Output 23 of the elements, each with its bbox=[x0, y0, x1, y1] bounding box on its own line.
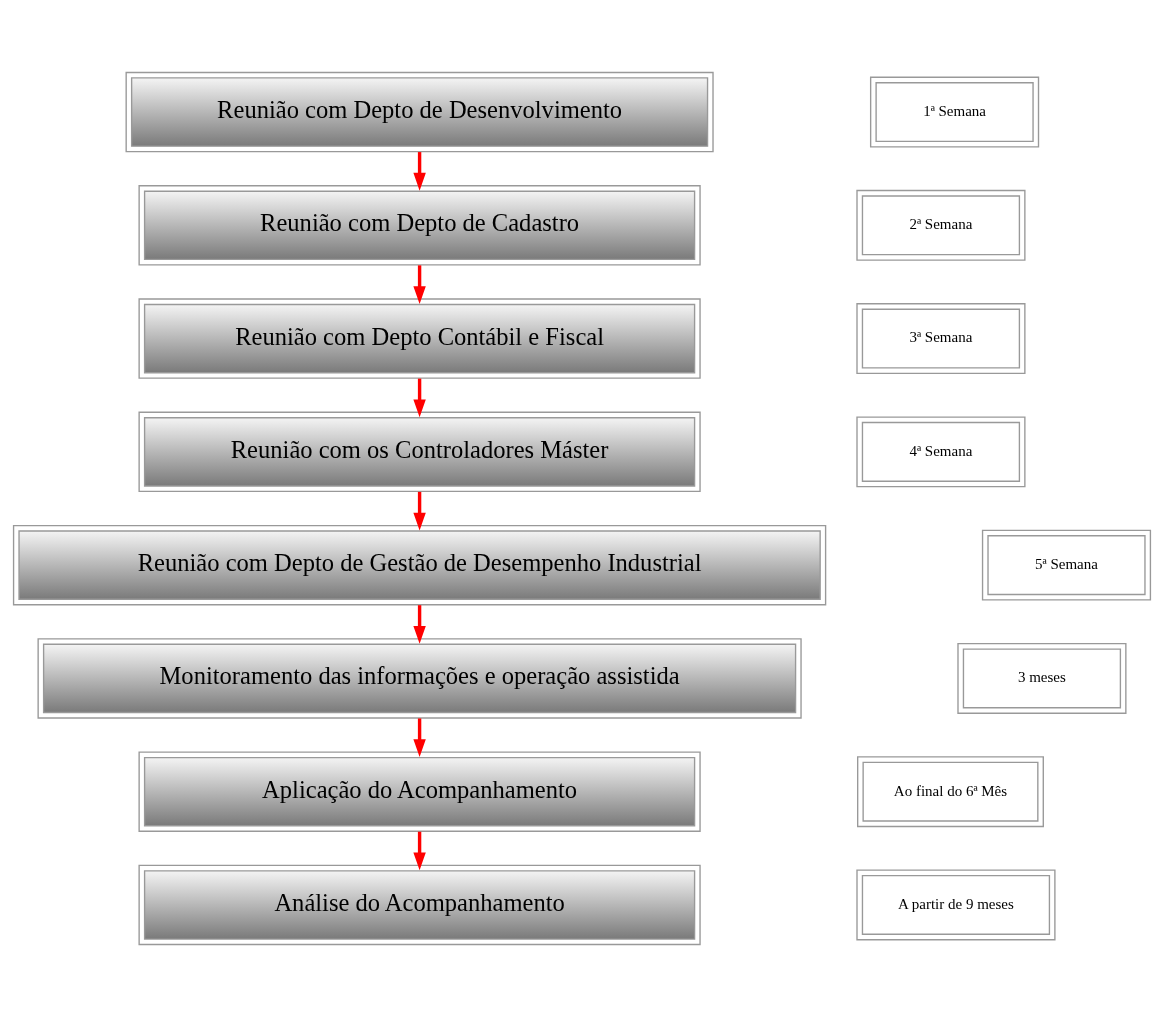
arrow bbox=[413, 265, 426, 304]
node-box: 4ª Semana bbox=[856, 416, 1026, 488]
arrow bbox=[413, 605, 426, 644]
node-box: 3ª Semana bbox=[856, 303, 1026, 375]
node-box: Análise do Acompanhamento bbox=[138, 864, 701, 946]
node-box: Reunião com Depto Contábil e Fiscal bbox=[138, 298, 701, 379]
node-box: Aplicação do Acompanhamento bbox=[138, 751, 701, 832]
node-box: Reunião com os Controladores Máster bbox=[138, 411, 701, 493]
arrow bbox=[413, 378, 426, 418]
node-box: A partir de 9 meses bbox=[856, 869, 1056, 941]
node-box: 2ª Semana bbox=[856, 189, 1026, 261]
node-box: Monitoramento das informações e operação assistida bbox=[37, 638, 802, 719]
arrow bbox=[413, 831, 426, 871]
node-box: Reunião com Depto de Gestão de Desempenho Industrial bbox=[12, 524, 827, 606]
arrow bbox=[413, 491, 426, 531]
node-box: 3 meses bbox=[957, 642, 1127, 714]
arrow bbox=[413, 152, 426, 191]
arrow bbox=[413, 718, 426, 757]
node-box: 5ª Semana bbox=[981, 529, 1152, 601]
node-box: Reunião com Depto de Desenvolvimento bbox=[125, 71, 714, 153]
node-box: Ao final do 6ª Mês bbox=[857, 756, 1044, 828]
node-box: 1ª Semana bbox=[869, 76, 1040, 148]
node-box: Reunião com Depto de Cadastro bbox=[138, 185, 701, 266]
